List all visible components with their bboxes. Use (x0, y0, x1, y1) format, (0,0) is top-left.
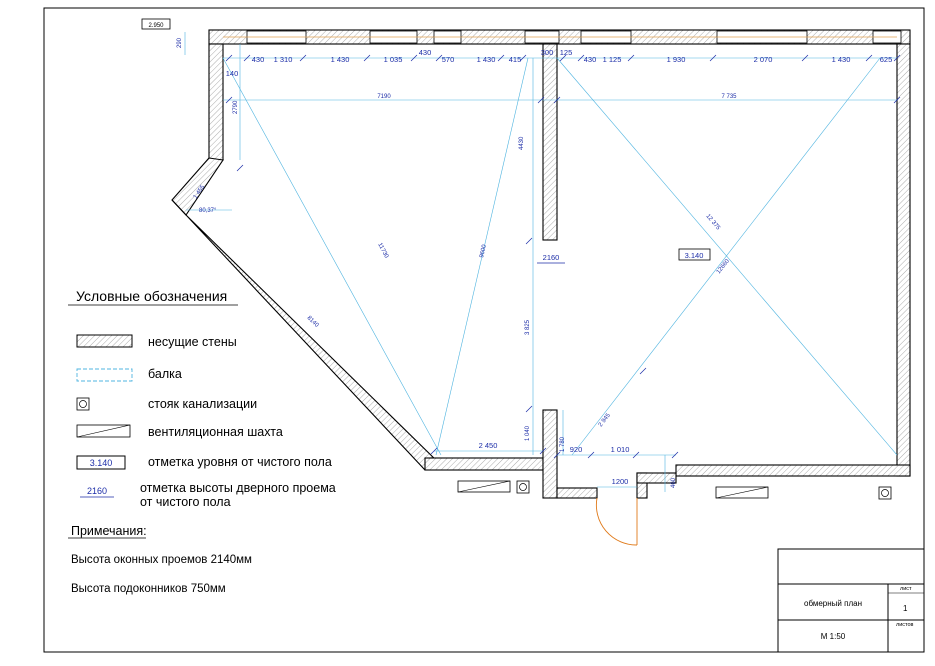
svg-text:2160: 2160 (543, 253, 560, 262)
legend-level-swatch (76, 455, 126, 470)
svg-text:3.140: 3.140 (90, 458, 113, 468)
sheet-label: лист (900, 586, 912, 592)
dim-label: 7190 (377, 94, 391, 100)
legend-wall-swatch (76, 334, 133, 348)
svg-text:1200: 1200 (612, 477, 629, 486)
title-block: обмерный план М 1:50 лист 1 листов (777, 548, 925, 653)
legend-door-height-2: от чистого пола (140, 495, 231, 509)
dim-label: 290 (177, 37, 183, 48)
dim-label: 2 070 (754, 55, 773, 64)
dim-label: 1 010 (611, 445, 630, 454)
dim-label: 625 (880, 55, 893, 64)
dim-label: 1 125 (603, 55, 622, 64)
sheet-number: 1 (903, 604, 908, 613)
dim-label: 1 040 (525, 425, 531, 441)
dim-label: 430 (252, 55, 265, 64)
dim-label: 1 430 (331, 55, 350, 64)
drawing-name: обмерный план (804, 599, 862, 608)
note-window-height: Высота оконных проемов 2140мм (71, 554, 252, 566)
door-height-mark: 2160 (537, 253, 565, 264)
dim-label: 11730 (376, 242, 389, 260)
dim-label: 430 (419, 48, 432, 57)
top-dimension-labels: 430 1 310 1 430 1 035 570 1 430 415 430 … (252, 48, 893, 64)
dim-label: 1 780 (560, 436, 566, 452)
drawing-scale: М 1:50 (821, 632, 846, 641)
dim-label: 415 (509, 55, 522, 64)
dim-label: 300 (541, 48, 554, 57)
legend-beam-swatch (76, 368, 133, 382)
legend-beam: балка (148, 367, 182, 381)
dim-label: 2790 (233, 100, 239, 114)
vent-shaft (457, 480, 511, 493)
legend-level: отметка уровня от чистого пола (148, 455, 332, 469)
dim-label: 12 375 (704, 213, 721, 231)
dim-label: 9600 (479, 243, 488, 258)
dim-label: 1 430 (832, 55, 851, 64)
notes-title: Примечания: (71, 524, 147, 538)
dim-label: 1 035 (384, 55, 403, 64)
dim-label: 7 735 (721, 94, 737, 100)
sheet-frame (43, 7, 925, 653)
dim-label: 1 310 (274, 55, 293, 64)
svg-text:3.140: 3.140 (685, 251, 704, 260)
dim-label: 125 (560, 48, 573, 57)
legend-door-sample: 2160 (87, 486, 107, 496)
legend-door-height-1: отметка высоты дверного проема (140, 481, 336, 495)
dim-label: 460 (671, 477, 677, 488)
dimension-labels: 290 140 2790 7190 7 735 1 455 80,37° 117… (177, 37, 737, 488)
dim-label: 1 930 (667, 55, 686, 64)
note-sill-height: Высота подоконников 750мм (71, 583, 226, 595)
dim-label: 2 450 (479, 441, 498, 450)
windows (223, 30, 902, 44)
legend-vent: вентиляционная шахта (148, 425, 283, 439)
dim-label: 570 (442, 55, 455, 64)
dim-label: 1 430 (477, 55, 496, 64)
dim-label: 430 (584, 55, 597, 64)
top-level-mark: 2.950 (141, 18, 171, 30)
notes: Примечания: Высота оконных проемов 2140м… (68, 524, 252, 595)
entrance-door: 1200 (595, 477, 638, 546)
sheets-label: листов (896, 622, 914, 628)
legend-sewer-swatch (76, 397, 90, 411)
dim-label: 920 (570, 445, 583, 454)
room-level-mark: 3.140 (678, 248, 711, 261)
sewer-riser (878, 486, 892, 500)
legend: Условные обозначения несущие стены балка… (68, 288, 336, 509)
legend-title: Условные обозначения (76, 288, 227, 304)
legend-load-walls: несущие стены (148, 335, 237, 349)
dim-label: 8140 (306, 315, 320, 329)
dimension-ticks (225, 54, 901, 459)
svg-text:2.950: 2.950 (148, 23, 164, 29)
dim-label: 140 (226, 69, 239, 78)
sewer-riser (516, 480, 530, 494)
dimension-lines (184, 32, 898, 492)
dim-label: 4430 (519, 136, 525, 150)
dim-label: 3 825 (525, 319, 531, 335)
vent-shaft (715, 486, 769, 499)
legend-sewer: стояк канализации (148, 397, 257, 411)
dim-label: 80,37° (199, 208, 217, 214)
dim-label: 2 945 (598, 412, 612, 428)
